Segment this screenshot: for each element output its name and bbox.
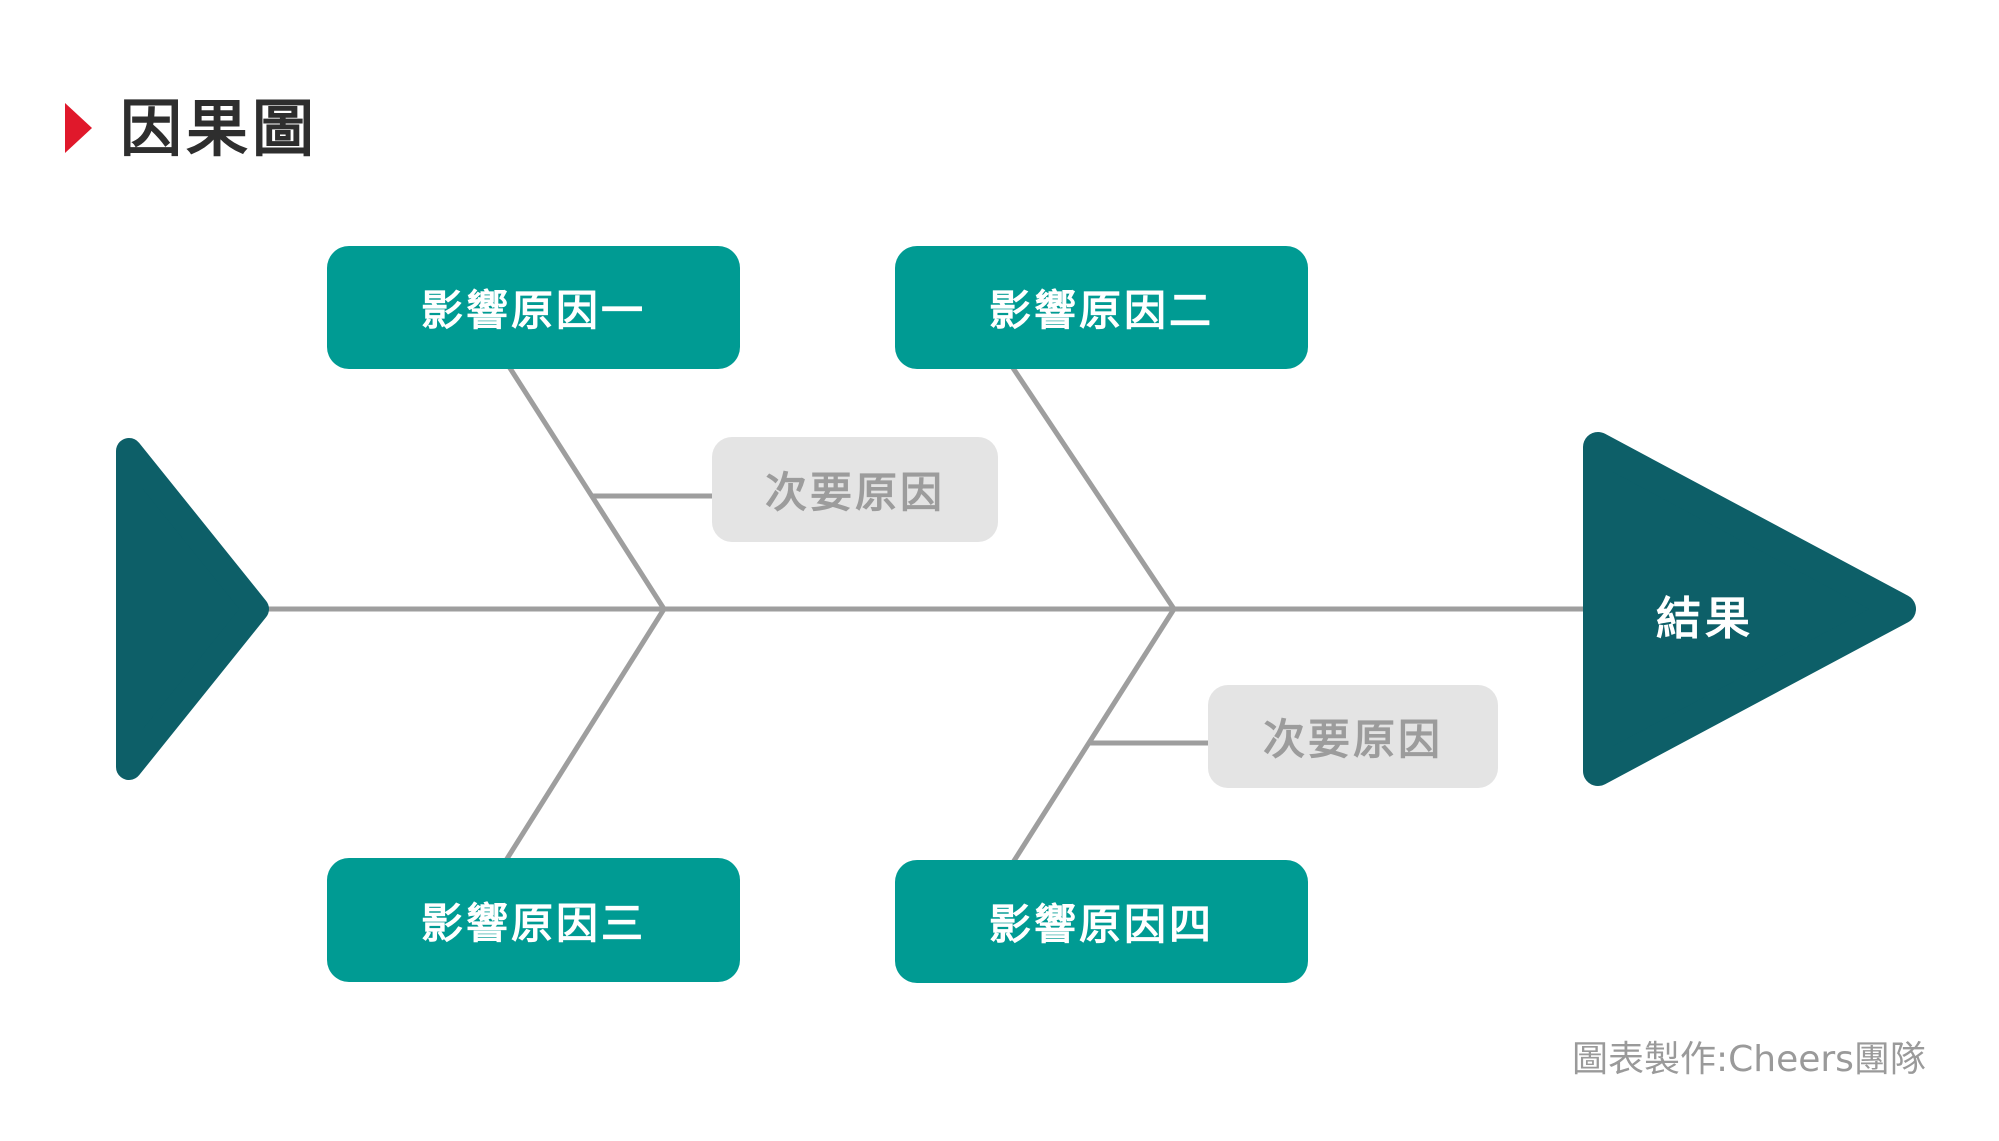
cause-1-bone-line	[505, 363, 667, 611]
cause-4-bone-line	[1009, 607, 1177, 866]
cause-box-4: 影響原因四	[895, 860, 1308, 983]
cause-3-bone-line	[502, 607, 667, 864]
cause-box-3: 影響原因三	[327, 858, 740, 982]
cause-box-2-label: 影響原因二	[988, 286, 1214, 335]
credit-text: 圖表製作:Cheers團隊	[1572, 1039, 1926, 1080]
secondary-cause-box-2: 次要原因	[1208, 685, 1498, 788]
fish-head-triangle	[1583, 432, 1916, 786]
cause-box-1-label: 影響原因一	[420, 286, 646, 335]
page-title: 因果圖	[120, 92, 319, 165]
secondary-cause-box-1-label: 次要原因	[764, 468, 945, 517]
cause-box-4-label: 影響原因四	[988, 900, 1214, 949]
secondary-cause-box-2-label: 次要原因	[1262, 715, 1443, 764]
result-label: 結果	[1655, 592, 1754, 645]
cause-box-3-label: 影響原因三	[420, 898, 646, 948]
cause-2-bone-line	[1008, 363, 1177, 611]
cause-box-2: 影響原因二	[895, 246, 1308, 369]
cause-box-1: 影響原因一	[327, 246, 740, 369]
title-marker-triangle-icon	[65, 103, 92, 153]
fish-tail-triangle	[116, 438, 269, 780]
secondary-cause-box-1: 次要原因	[712, 437, 998, 542]
